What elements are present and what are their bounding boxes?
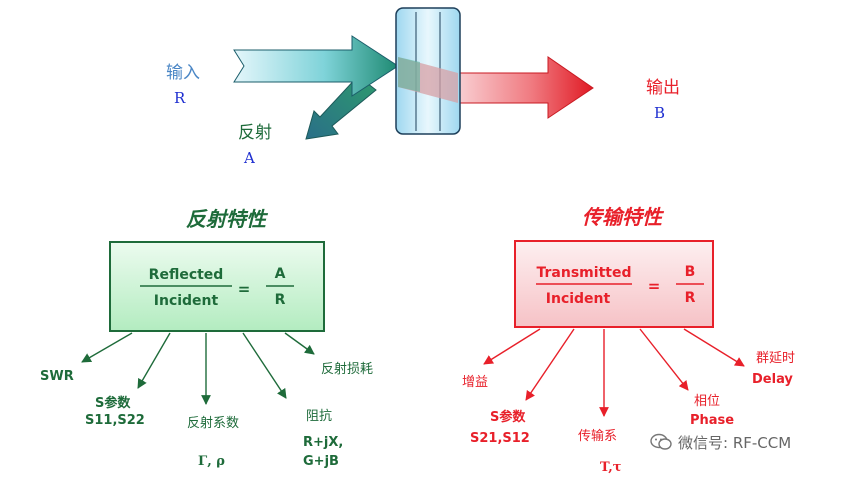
return-loss-label: 反射损耗	[321, 361, 373, 377]
output-symbol: B	[654, 104, 665, 122]
impedance-value-1: R+jX,	[303, 435, 343, 450]
transmission-branches	[483, 328, 745, 417]
transmission-equals: =	[648, 277, 661, 295]
reflection-numerator: Reflected	[149, 267, 224, 283]
transmission-s-params: S参数	[490, 409, 526, 425]
transmission-s-values: S21,S12	[470, 431, 530, 446]
reflection-coeff: 反射系数	[187, 415, 239, 431]
reflection-equals: =	[238, 280, 251, 298]
reflection-denominator: Incident	[154, 293, 219, 309]
input-label: 输入	[166, 63, 200, 83]
gain-label: 增益	[462, 375, 488, 390]
transmission-title: 传输特性	[582, 205, 665, 229]
swr-label: SWR	[40, 369, 74, 384]
reflect-label: 反射	[238, 123, 272, 143]
impedance-label: 阻抗	[306, 409, 332, 424]
reflection-s-values: S11,S22	[85, 413, 145, 428]
output-arrow	[439, 56, 594, 119]
reflection-s-params: S参数	[95, 395, 131, 411]
reflect-symbol: A	[243, 149, 255, 167]
impedance-value-2: G+jB	[303, 454, 339, 469]
transmission-numerator: Transmitted	[537, 265, 632, 281]
watermark: 微信号: RF-CCM	[650, 428, 840, 456]
transmission-coeff: 传输系	[578, 428, 617, 444]
phase-label-cn: 相位	[694, 394, 720, 409]
transmission-ratio-num: B	[685, 264, 696, 280]
phase-label-en: Phase	[690, 413, 734, 428]
transmission-ratio-den: R	[685, 290, 696, 306]
transmission-coeff-symbols: T,τ	[600, 460, 622, 475]
transmission-box: Transmitted Incident = B R	[514, 240, 714, 328]
input-symbol: R	[174, 89, 186, 107]
reflection-ratio-den: R	[275, 292, 286, 308]
reflection-coeff-symbols: Γ, ρ	[198, 454, 225, 469]
reflection-title: 反射特性	[186, 207, 269, 231]
delay-label-cn: 群延时	[756, 351, 795, 366]
reflection-box: Reflected Incident = A R	[109, 241, 325, 332]
watermark-text: 微信号: RF-CCM	[678, 433, 792, 452]
wechat-icon	[650, 433, 672, 450]
reflection-ratio-num: A	[275, 266, 286, 282]
input-arrow	[233, 35, 399, 97]
reflection-branches	[81, 332, 315, 405]
output-label: 输出	[646, 78, 680, 98]
transmission-denominator: Incident	[546, 291, 611, 307]
device-lens	[395, 7, 461, 135]
delay-label-en: Delay	[752, 372, 793, 387]
